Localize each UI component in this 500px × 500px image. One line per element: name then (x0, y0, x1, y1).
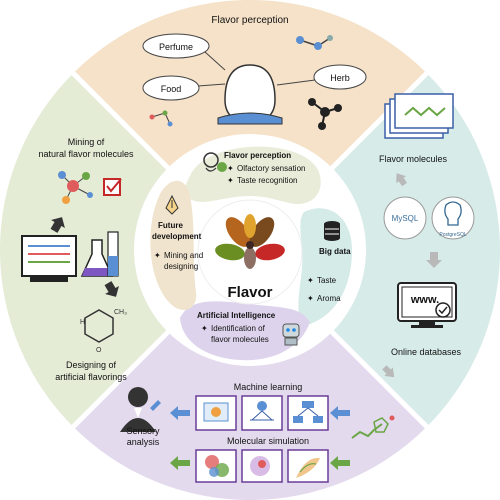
postgresql-logo-text: PostgreSQL (439, 232, 466, 238)
inner-bottom-item-line2: flavor molecules (211, 335, 269, 344)
gray-arrow-icon (396, 173, 408, 187)
molecular-simulation-panels (195, 449, 329, 483)
person-head-icon (217, 64, 283, 125)
inner-right-item-1: Taste (317, 276, 337, 285)
inner-right-title: Big data (319, 247, 351, 256)
blue-arrow-icon (330, 406, 350, 420)
inner-top-item-2: Taste recognition (237, 176, 297, 185)
svg-text:O: O (96, 347, 102, 354)
bullet-icon: ✦ (307, 276, 314, 285)
inner-left-item-line2: designing (164, 262, 198, 271)
sensory-label-line2: analysis (127, 437, 160, 447)
inner-right-item-2: Aroma (317, 294, 341, 303)
bullet-icon: ✦ (227, 176, 234, 185)
inner-segment-top (185, 146, 321, 205)
mysql-logo (383, 196, 427, 240)
food-bubble (142, 75, 226, 101)
machine-learning-title: Machine learning (234, 382, 303, 392)
outer-quadrant-top (73, 0, 427, 250)
lab-flask-icon (80, 231, 119, 277)
bubble-perfume-label: Perfume (159, 42, 193, 52)
inner-taste-icon (203, 152, 227, 172)
inner-top-title: Flavor perception (224, 151, 291, 160)
molecule-network-icon (58, 171, 93, 204)
web-text: www. (410, 294, 439, 306)
designing-label-line1: Designing of (66, 360, 117, 370)
machine-learning-panels (195, 395, 329, 431)
mining-label-line1: Mining of (68, 137, 105, 147)
bullet-icon: ✦ (307, 294, 314, 303)
svg-text:CH₃: CH₃ (114, 309, 127, 316)
center-title: Flavor (227, 284, 272, 301)
computer-screen-icon (21, 235, 77, 282)
green-arrow-icon (330, 456, 350, 470)
outer-quadrant-bottom (73, 250, 427, 500)
inner-left-title-line1: Future (158, 221, 183, 230)
molecule-icon (296, 35, 333, 50)
bullet-icon: ✦ (201, 324, 208, 333)
inner-segment-left (150, 180, 197, 311)
inner-bottom-title: Artificial Intelligence (197, 311, 276, 320)
inner-bottom-item-line1: Identification of (211, 324, 266, 333)
bullet-icon: ✦ (227, 164, 234, 173)
mining-label-line2: natural flavor molecules (38, 149, 134, 159)
scientist-icon (120, 387, 161, 432)
inner-segment-bottom (180, 301, 310, 361)
designing-label-line2: artificial flavorings (55, 372, 127, 382)
inner-left-item-line1: Mining and (164, 251, 203, 260)
bullet-icon: ✦ (154, 251, 161, 260)
robot-icon (282, 323, 300, 346)
dark-arrow-icon (104, 281, 119, 297)
postgresql-logo (431, 196, 475, 240)
flavor-leaves-icon (215, 214, 285, 269)
blue-arrow-icon (170, 406, 190, 420)
pen-nib-icon (165, 194, 179, 215)
molecule-icon (149, 110, 173, 127)
web-monitor-icon (397, 282, 457, 328)
outer-quadrant-right (250, 73, 500, 427)
outer-top-title: Flavor perception (211, 15, 288, 26)
outer-quadrant-left (0, 73, 250, 427)
herb-bubble (276, 64, 367, 90)
bubble-herb-label: Herb (330, 73, 350, 83)
molecule-icon (308, 98, 342, 130)
gray-arrow-icon (426, 252, 442, 268)
dark-arrow-icon (50, 217, 65, 233)
ligand-molecule-icon (351, 415, 395, 439)
molecular-simulation-title: Molecular simulation (227, 436, 309, 446)
mysql-logo-text: MySQL (392, 214, 419, 223)
gray-arrow-icon (382, 365, 395, 378)
outer-right-bottom-label: Online databases (391, 347, 462, 357)
sensory-label-line1: Sensory (126, 426, 160, 436)
pyrimidine-structure-icon: H CH₃ O (80, 309, 127, 354)
inner-left-title-line2: development (152, 232, 202, 241)
perfume-bubble (142, 33, 226, 71)
bubble-food-label: Food (161, 84, 182, 94)
inner-top-item-1: Olfactory sensation (237, 164, 305, 173)
checkbox-icon (103, 178, 122, 196)
flavor-molecules-cards-icon (384, 93, 454, 139)
svg-text:H: H (80, 319, 85, 326)
big-data-icon (324, 221, 340, 241)
green-arrow-icon (170, 456, 190, 470)
outer-right-title: Flavor molecules (379, 154, 448, 164)
